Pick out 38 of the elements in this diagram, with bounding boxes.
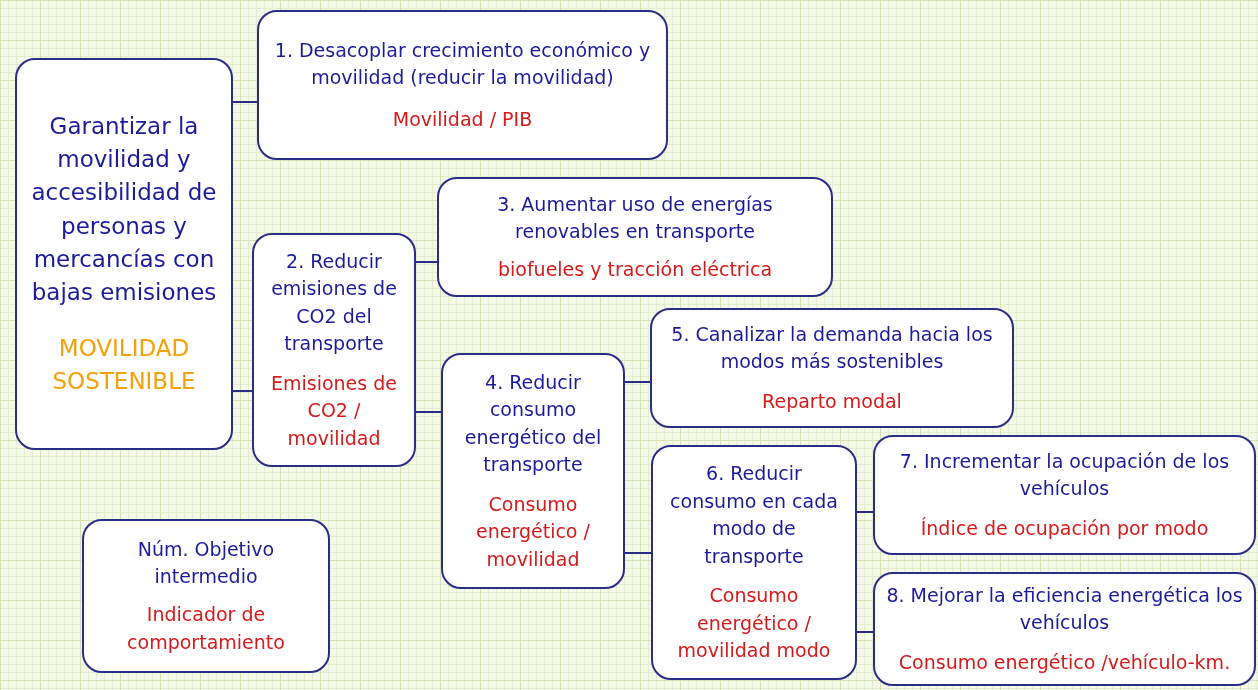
objective-text: 8. Mejorar la eficiencia energética los vehículos: [885, 582, 1244, 636]
objective-box: [651, 445, 857, 680]
connector-line: [415, 411, 442, 413]
indicator-text: Reparto modal: [762, 388, 902, 414]
indicator-text: Consumo energético / movilidad: [475, 491, 591, 572]
objective-text: Núm. Objetivo intermedio: [136, 536, 276, 590]
connector-line: [856, 631, 874, 633]
objective-text: 2. Reducir emisiones de CO2 del transporte: [270, 248, 398, 357]
objective-box: [873, 572, 1256, 686]
objective-text: 4. Reducir consumo energético del transporte: [463, 369, 603, 478]
objective-text: 5. Canalizar la demanda hacia los modos más sostenibles: [670, 321, 994, 375]
objective-box: [873, 435, 1256, 555]
connector-line: [856, 511, 874, 513]
objective-box: [252, 233, 416, 467]
indicator-text: Movilidad / PIB: [392, 106, 533, 132]
indicator-text: Índice de ocupación por modo: [920, 515, 1209, 541]
objective-box: [441, 353, 625, 589]
connector-line: [232, 390, 253, 392]
indicator-text: biofueles y tracción eléctrica: [497, 257, 773, 283]
objective-box: [82, 519, 330, 673]
objective-text: 1. Desacoplar crecimiento económico y movilidad (reducir la movilidad): [273, 37, 652, 91]
connector-line: [415, 261, 438, 263]
objective-box: [257, 10, 668, 160]
indicator-text: Consumo energético / movilidad modo: [676, 583, 832, 664]
objective-box: [650, 308, 1014, 428]
connector-line: [232, 101, 258, 103]
objective-text: 3. Aumentar uso de energías renovables en transporte: [496, 192, 774, 244]
objective-box: [15, 58, 233, 450]
objective-box: [437, 177, 833, 297]
indicator-text: Indicador de comportamiento: [126, 602, 286, 655]
objective-text: Garantizar la movilidad y accesibilidad de personas y mercancías con bajas emisiones: [30, 111, 218, 308]
objective-text: 7. Incrementar la ocupación de los vehículos: [898, 448, 1231, 502]
connector-line: [624, 381, 651, 383]
indicator-text: Consumo energético /vehículo-km.: [898, 649, 1231, 675]
indicator-text: Emisiones de CO2 / movilidad: [270, 370, 398, 451]
objective-text: 6. Reducir consumo en cada modo de transporte: [669, 461, 839, 569]
indicator-text: MOVILIDAD SOSTENIBLE: [51, 333, 197, 397]
connector-line: [624, 552, 652, 554]
